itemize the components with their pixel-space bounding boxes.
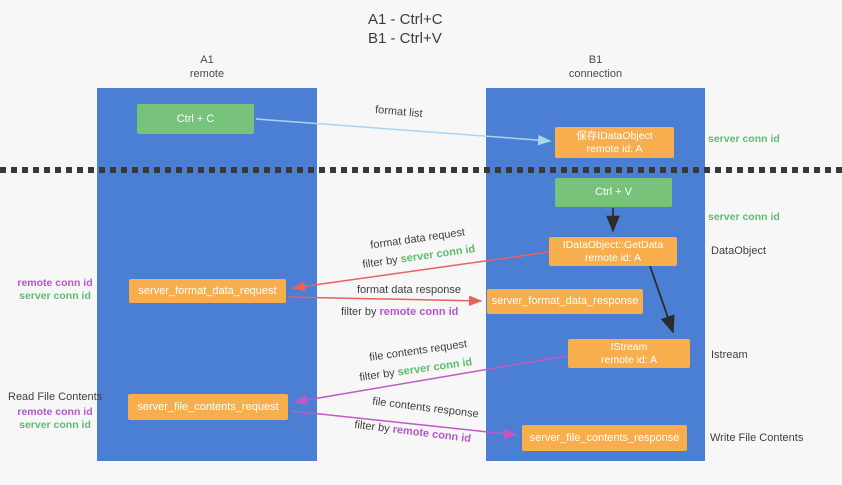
- title-line-1: A1 - Ctrl+C: [368, 11, 443, 28]
- remote-conn-id-text: remote conn id: [391, 423, 472, 446]
- node-save-idataobject: 保存IDataObject remote id: A: [555, 127, 674, 158]
- node-save-idataobject-line1: 保存IDataObject: [576, 129, 653, 142]
- node-ctrl-v: Ctrl + V: [555, 178, 672, 207]
- node-ctrl-c-label: Ctrl + C: [176, 112, 215, 125]
- filter-by-text: filter by: [341, 306, 377, 318]
- node-idataobject-getdata-line1: IDataObject::GetData: [562, 238, 664, 251]
- remote-conn-id-text: remote conn id: [17, 277, 93, 289]
- node-istream-line2: remote id: A: [600, 353, 658, 366]
- column-a1-id: A1: [200, 54, 214, 66]
- machine-separator-dotted-line: [0, 167, 842, 173]
- annotation-conn-ids-format: remote conn id server conn id: [14, 277, 96, 303]
- title-line-2: B1 - Ctrl+V: [368, 30, 442, 47]
- node-server-file-contents-response: server_file_contents_response: [522, 425, 687, 451]
- node-idataobject-getdata-line2: remote id: A: [584, 251, 642, 264]
- server-conn-id-text: server conn id: [19, 290, 91, 302]
- annotation-server-conn-id-mid: server conn id: [708, 211, 780, 223]
- node-server-format-data-response: server_format_data_response: [487, 289, 643, 314]
- node-server-file-contents-request: server_file_contents_request: [128, 394, 288, 420]
- server-conn-id-text: server conn id: [399, 243, 477, 266]
- node-save-idataobject-line2: remote id: A: [586, 142, 643, 155]
- node-ctrl-c: Ctrl + C: [137, 104, 254, 134]
- label-format-data-response: format data response: [357, 284, 461, 296]
- node-server-file-contents-request-label: server_file_contents_request: [137, 400, 279, 413]
- column-header-a1: A1 remote: [97, 53, 317, 81]
- annotation-istream: Istream: [711, 349, 748, 361]
- annotation-dataobject: DataObject: [711, 245, 767, 257]
- annotation-read-file-contents: Read File Contents: [8, 391, 103, 403]
- diagram-title: A1 - Ctrl+C B1 - Ctrl+V: [368, 10, 443, 48]
- node-istream: IStream remote id: A: [568, 339, 690, 368]
- annotation-server-conn-id-top: server conn id: [708, 133, 780, 145]
- server-conn-id-text: server conn id: [396, 356, 474, 379]
- remote-conn-id-text: remote conn id: [379, 306, 459, 318]
- node-idataobject-getdata: IDataObject::GetData remote id: A: [549, 237, 677, 266]
- label-format-list: format list: [374, 103, 424, 121]
- label-filter-by-remote-conn-id-1: filter by remote conn id: [341, 306, 458, 318]
- column-b1-id: B1: [588, 54, 603, 66]
- filter-by-text: filter by: [361, 254, 399, 271]
- filter-by-text: filter by: [358, 367, 396, 384]
- column-header-b1: B1 connection: [486, 53, 705, 81]
- node-server-format-data-request-label: server_format_data_request: [138, 284, 277, 297]
- node-server-format-data-request: server_format_data_request: [129, 279, 286, 303]
- annotation-write-file-contents: Write File Contents: [710, 432, 804, 444]
- node-istream-line1: IStream: [610, 340, 648, 353]
- server-conn-id-text: server conn id: [19, 419, 91, 431]
- filter-by-text: filter by: [353, 418, 391, 436]
- annotation-conn-ids-file: remote conn id server conn id: [14, 406, 96, 432]
- node-server-file-contents-response-label: server_file_contents_response: [529, 431, 680, 444]
- label-file-contents-response: file contents response: [371, 395, 480, 421]
- remote-conn-id-text: remote conn id: [17, 406, 93, 418]
- column-b1-role: connection: [568, 68, 623, 80]
- node-server-format-data-response-label: server_format_data_response: [491, 295, 639, 307]
- label-filter-by-remote-conn-id-2: filter by remote conn id: [354, 419, 472, 445]
- column-a1-role: remote: [189, 68, 225, 80]
- node-ctrl-v-label: Ctrl + V: [595, 186, 632, 198]
